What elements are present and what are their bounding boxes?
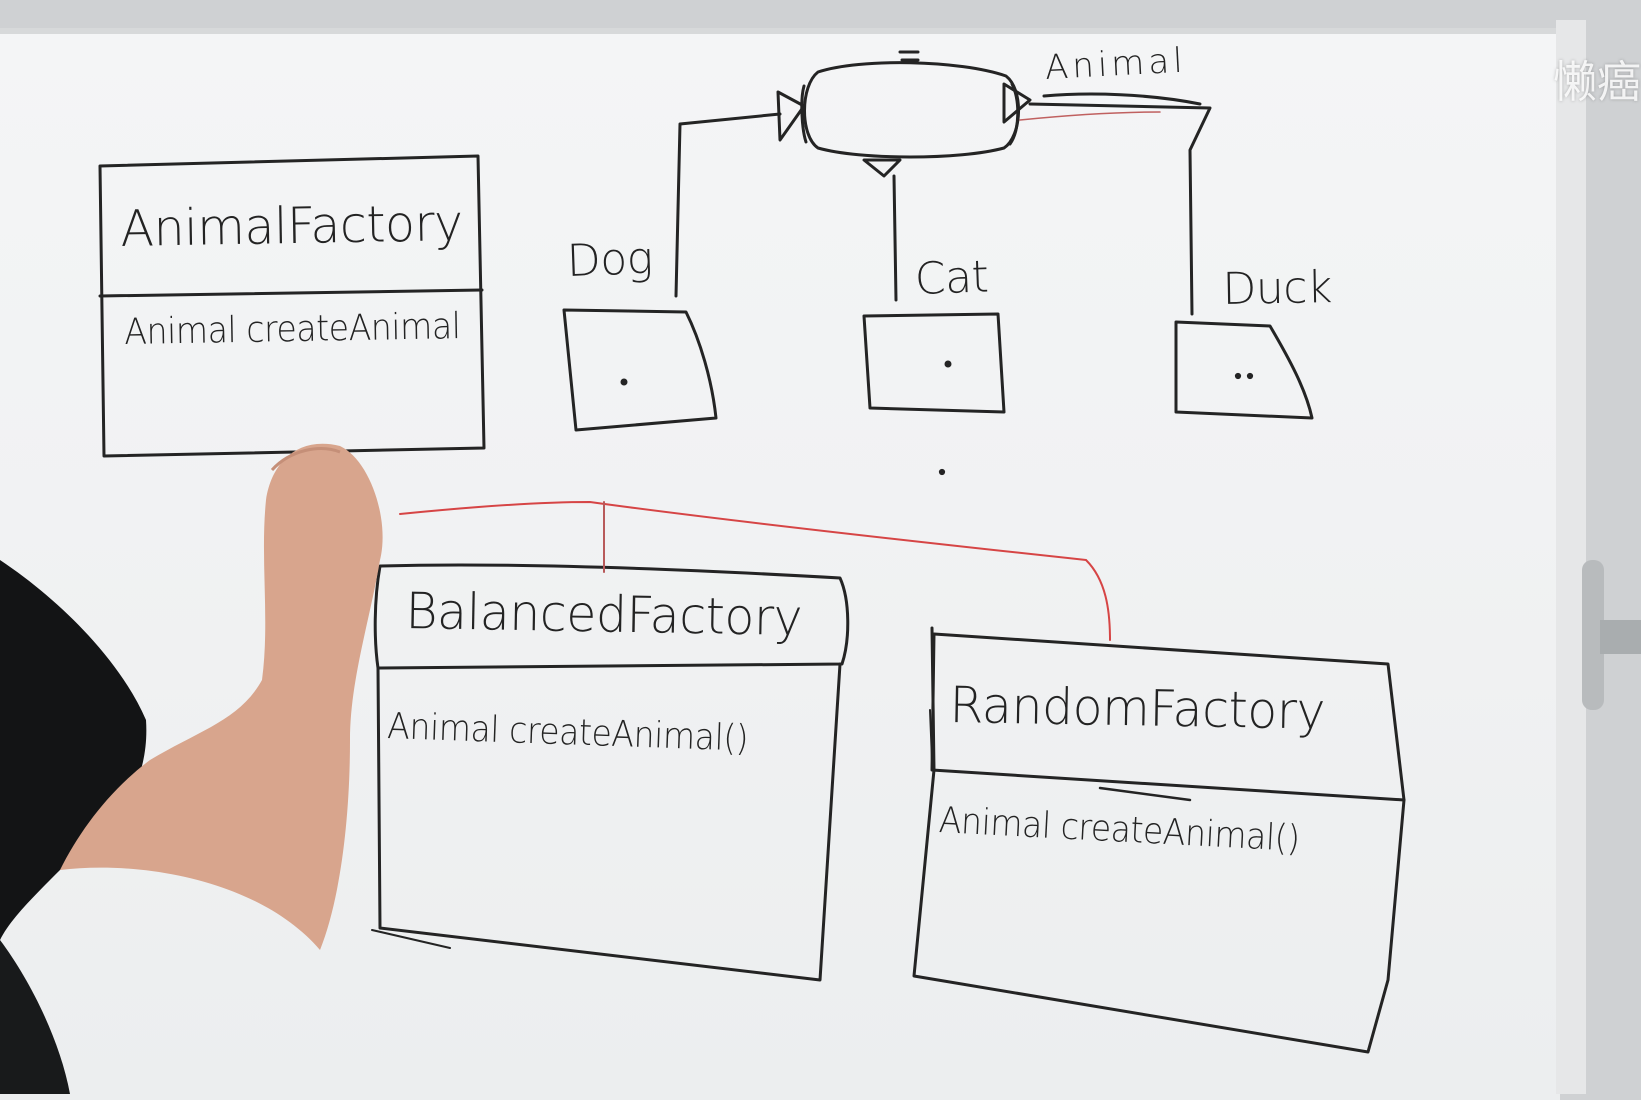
presenter-shirt (0, 560, 147, 940)
animal-factory-divider (98, 288, 484, 298)
arrow-head-right (1002, 82, 1032, 124)
balanced-factory-box (373, 563, 850, 670)
red-connector (399, 500, 1111, 641)
arrow-head-bottom (862, 158, 902, 178)
animal-interface-shape (803, 61, 1020, 159)
watermark: 懒癌 (1553, 57, 1641, 108)
presenter-arm-skin (60, 443, 383, 950)
duck-box (1174, 320, 1314, 420)
dog-box (562, 308, 718, 432)
dog-connector (674, 112, 782, 298)
duck-connector (1028, 102, 1212, 316)
animal-factory-box (98, 154, 486, 458)
whiteboard (0, 28, 1560, 1100)
cat-connector (892, 174, 898, 302)
arrow-head-left (776, 90, 806, 142)
cat-box (862, 312, 1006, 414)
